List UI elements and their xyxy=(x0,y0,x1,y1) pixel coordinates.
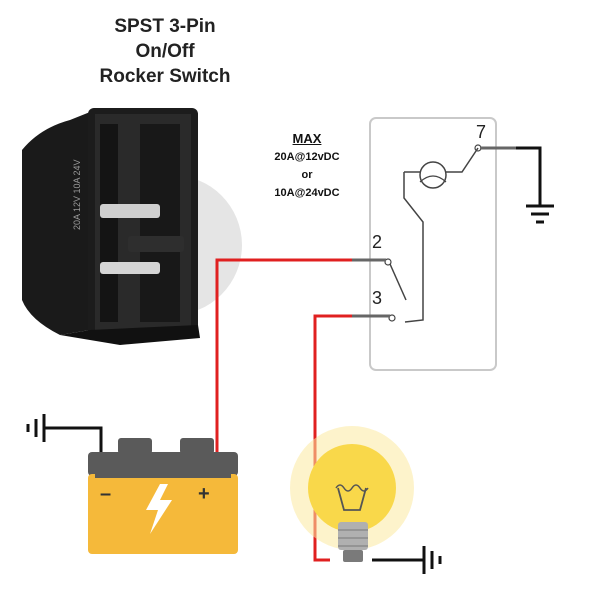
light-bulb-icon xyxy=(290,426,414,562)
pin-3-label: 3 xyxy=(372,288,383,308)
title-line-1: SPST 3-Pin xyxy=(114,16,216,37)
rating-line-3: 10A@24vDC xyxy=(274,187,340,199)
pin-2-label: 2 xyxy=(372,232,383,252)
battery-negative-label: – xyxy=(100,483,111,505)
pin-7-label: 7 xyxy=(476,122,487,142)
battery-positive-label: + xyxy=(198,483,210,505)
svg-text:20A 12V 10A 24V: 20A 12V 10A 24V xyxy=(72,159,82,230)
terminal-stubs xyxy=(352,146,516,318)
title-line-2: On/Off xyxy=(135,41,195,62)
red-wire-pin3-to-bulb xyxy=(313,314,352,562)
ground-icon xyxy=(422,546,442,574)
ground-icon xyxy=(26,414,46,442)
rating-line-2: or xyxy=(301,169,313,181)
lamp-symbol-icon xyxy=(419,161,447,189)
red-wire-battery-to-pin2 xyxy=(215,258,352,452)
title-line-3: Rocker Switch xyxy=(99,66,231,87)
switch-schematic xyxy=(369,117,497,371)
rocker-switch-photo: 20A 12V 10A 24V xyxy=(22,108,242,345)
diagram-title: SPST 3-Pin On/Off Rocker Switch xyxy=(60,14,270,89)
rating-line-1: 20A@12vDC xyxy=(274,151,340,163)
rating-block: MAX 20A@12vDC or 10A@24vDC xyxy=(252,130,362,202)
battery-icon: – + xyxy=(88,438,238,554)
black-wire-pin7-to-ground xyxy=(516,146,542,206)
ground-icon xyxy=(526,204,554,224)
rating-max-label: MAX xyxy=(292,131,322,146)
black-wire-battery-to-ground xyxy=(44,426,103,452)
